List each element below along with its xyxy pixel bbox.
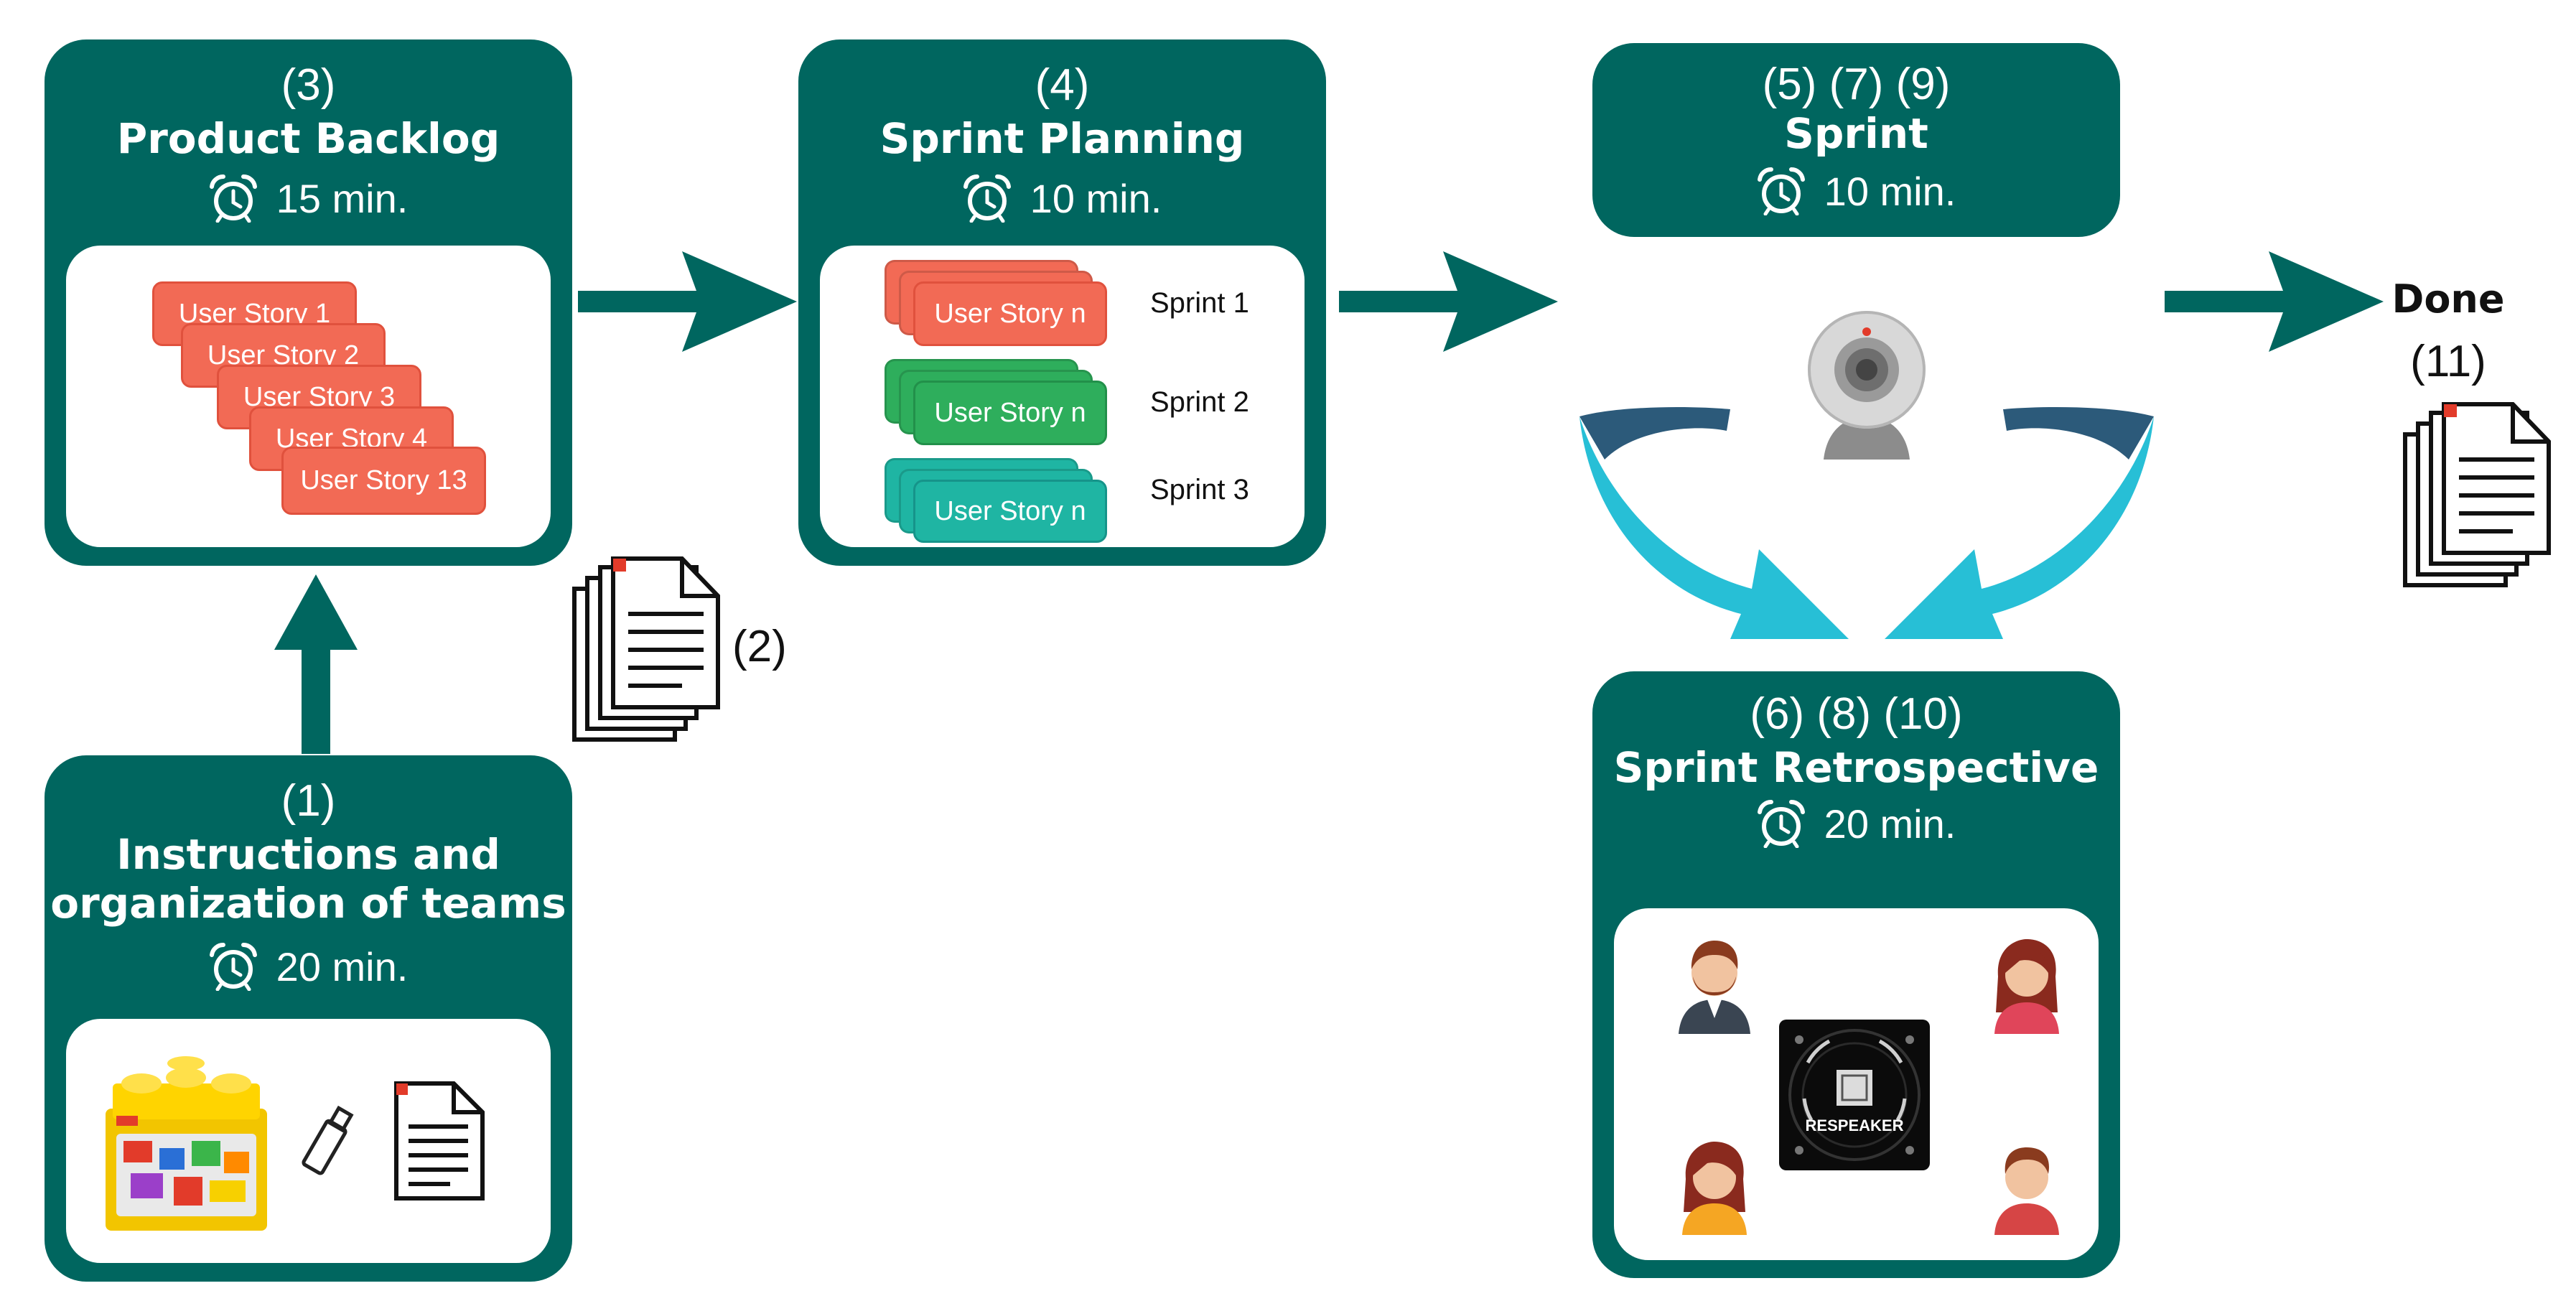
sprint1-label: Sprint 1 [1150,287,1249,319]
sprint-planning-panel: (4) Sprint Planning 10 min. User Story n… [798,39,1326,566]
arrow-up-step1-to-backlog [274,574,358,754]
retro-time-row: 20 min. [1592,799,2120,848]
step1-panel: (1) Instructions and organization of tea… [45,755,572,1282]
user-story-card: User Story 2 [181,323,386,388]
done-title: Done [2391,276,2505,322]
avatar-man-bottom [1994,1147,2059,1235]
avatar-woman-bottom [1682,1142,1747,1235]
sprint-title: Sprint [1784,109,1928,158]
arrow-backlog-to-planning [578,251,797,352]
step1-title-line2: organization of teams [50,879,566,928]
sprint-panel: (5) (7) (9) Sprint 10 min. [1592,43,2120,237]
backlog-title: Product Backlog [116,114,500,163]
alarm-clock-icon [1757,167,1805,215]
planning-time: 10 min. [1030,175,1162,221]
backlog-time: 15 min. [276,175,409,221]
alarm-clock-icon [1757,799,1805,848]
alarm-clock-icon [963,174,1011,223]
backlog-time-row: 15 min. [45,174,572,223]
retro-title: Sprint Retrospective [1613,743,2099,792]
retro-time: 20 min. [1824,801,1956,847]
user-story-card: User Story 13 [281,447,486,515]
sprint-number: (5) (7) (9) [1762,60,1951,109]
planning-content: User Story n Sprint 1 User Story n Sprin… [820,246,1305,547]
step2-label: (2) [732,622,787,671]
sprint3-label: Sprint 3 [1150,474,1249,505]
alarm-clock-icon [209,942,257,991]
webcam-icon [1808,311,1926,460]
sprint-time-row: 10 min. [1592,167,2120,215]
respeaker-device-icon [1779,1020,1930,1170]
alarm-clock-icon [209,174,257,223]
backlog-content: User Story 1 User Story 2 User Story 3 U… [66,246,551,547]
sprint2-story-card: User Story n [913,381,1107,445]
sprint2-label: Sprint 2 [1150,386,1249,418]
arrow-sprint-to-done [2165,251,2384,352]
documents-stack-icon [572,556,720,742]
avatar-woman-top [1994,939,2059,1034]
respeaker-label: RESPEAKER [1805,1116,1904,1134]
planning-title: Sprint Planning [879,114,1245,163]
planning-time-row: 10 min. [798,174,1326,223]
document-icon [394,1081,485,1201]
retro-content: RESPEAKER [1614,908,2099,1260]
done-documents-icon [2403,402,2551,587]
step1-time: 20 min. [276,943,409,989]
sprint1-story-card: User Story n [913,281,1107,346]
retro-number: (6) (8) (10) [1750,689,1963,739]
avatar-bearded-man [1679,941,1750,1034]
step1-number: (1) [281,776,336,826]
planning-number: (4) [1035,60,1090,110]
arrow-planning-to-sprint [1339,251,1558,352]
sprint-time: 10 min. [1824,168,1956,214]
cycle-arrow-right [1885,407,2154,639]
step1-title-line1: Instructions and [116,830,500,879]
step1-time-row: 20 min. [45,942,572,991]
cycle-arrow-left [1579,407,1849,639]
product-backlog-panel: (3) Product Backlog 15 min. User Story 1… [45,39,572,566]
step1-content [66,1019,551,1263]
lego-box-icon [106,1056,267,1231]
done-number: (11) [2410,337,2486,386]
pen-drive-icon [302,1105,354,1175]
backlog-number: (3) [281,60,336,110]
sprint3-story-card: User Story n [913,480,1107,543]
sprint-retrospective-panel: (6) (8) (10) Sprint Retrospective 20 min… [1592,671,2120,1278]
